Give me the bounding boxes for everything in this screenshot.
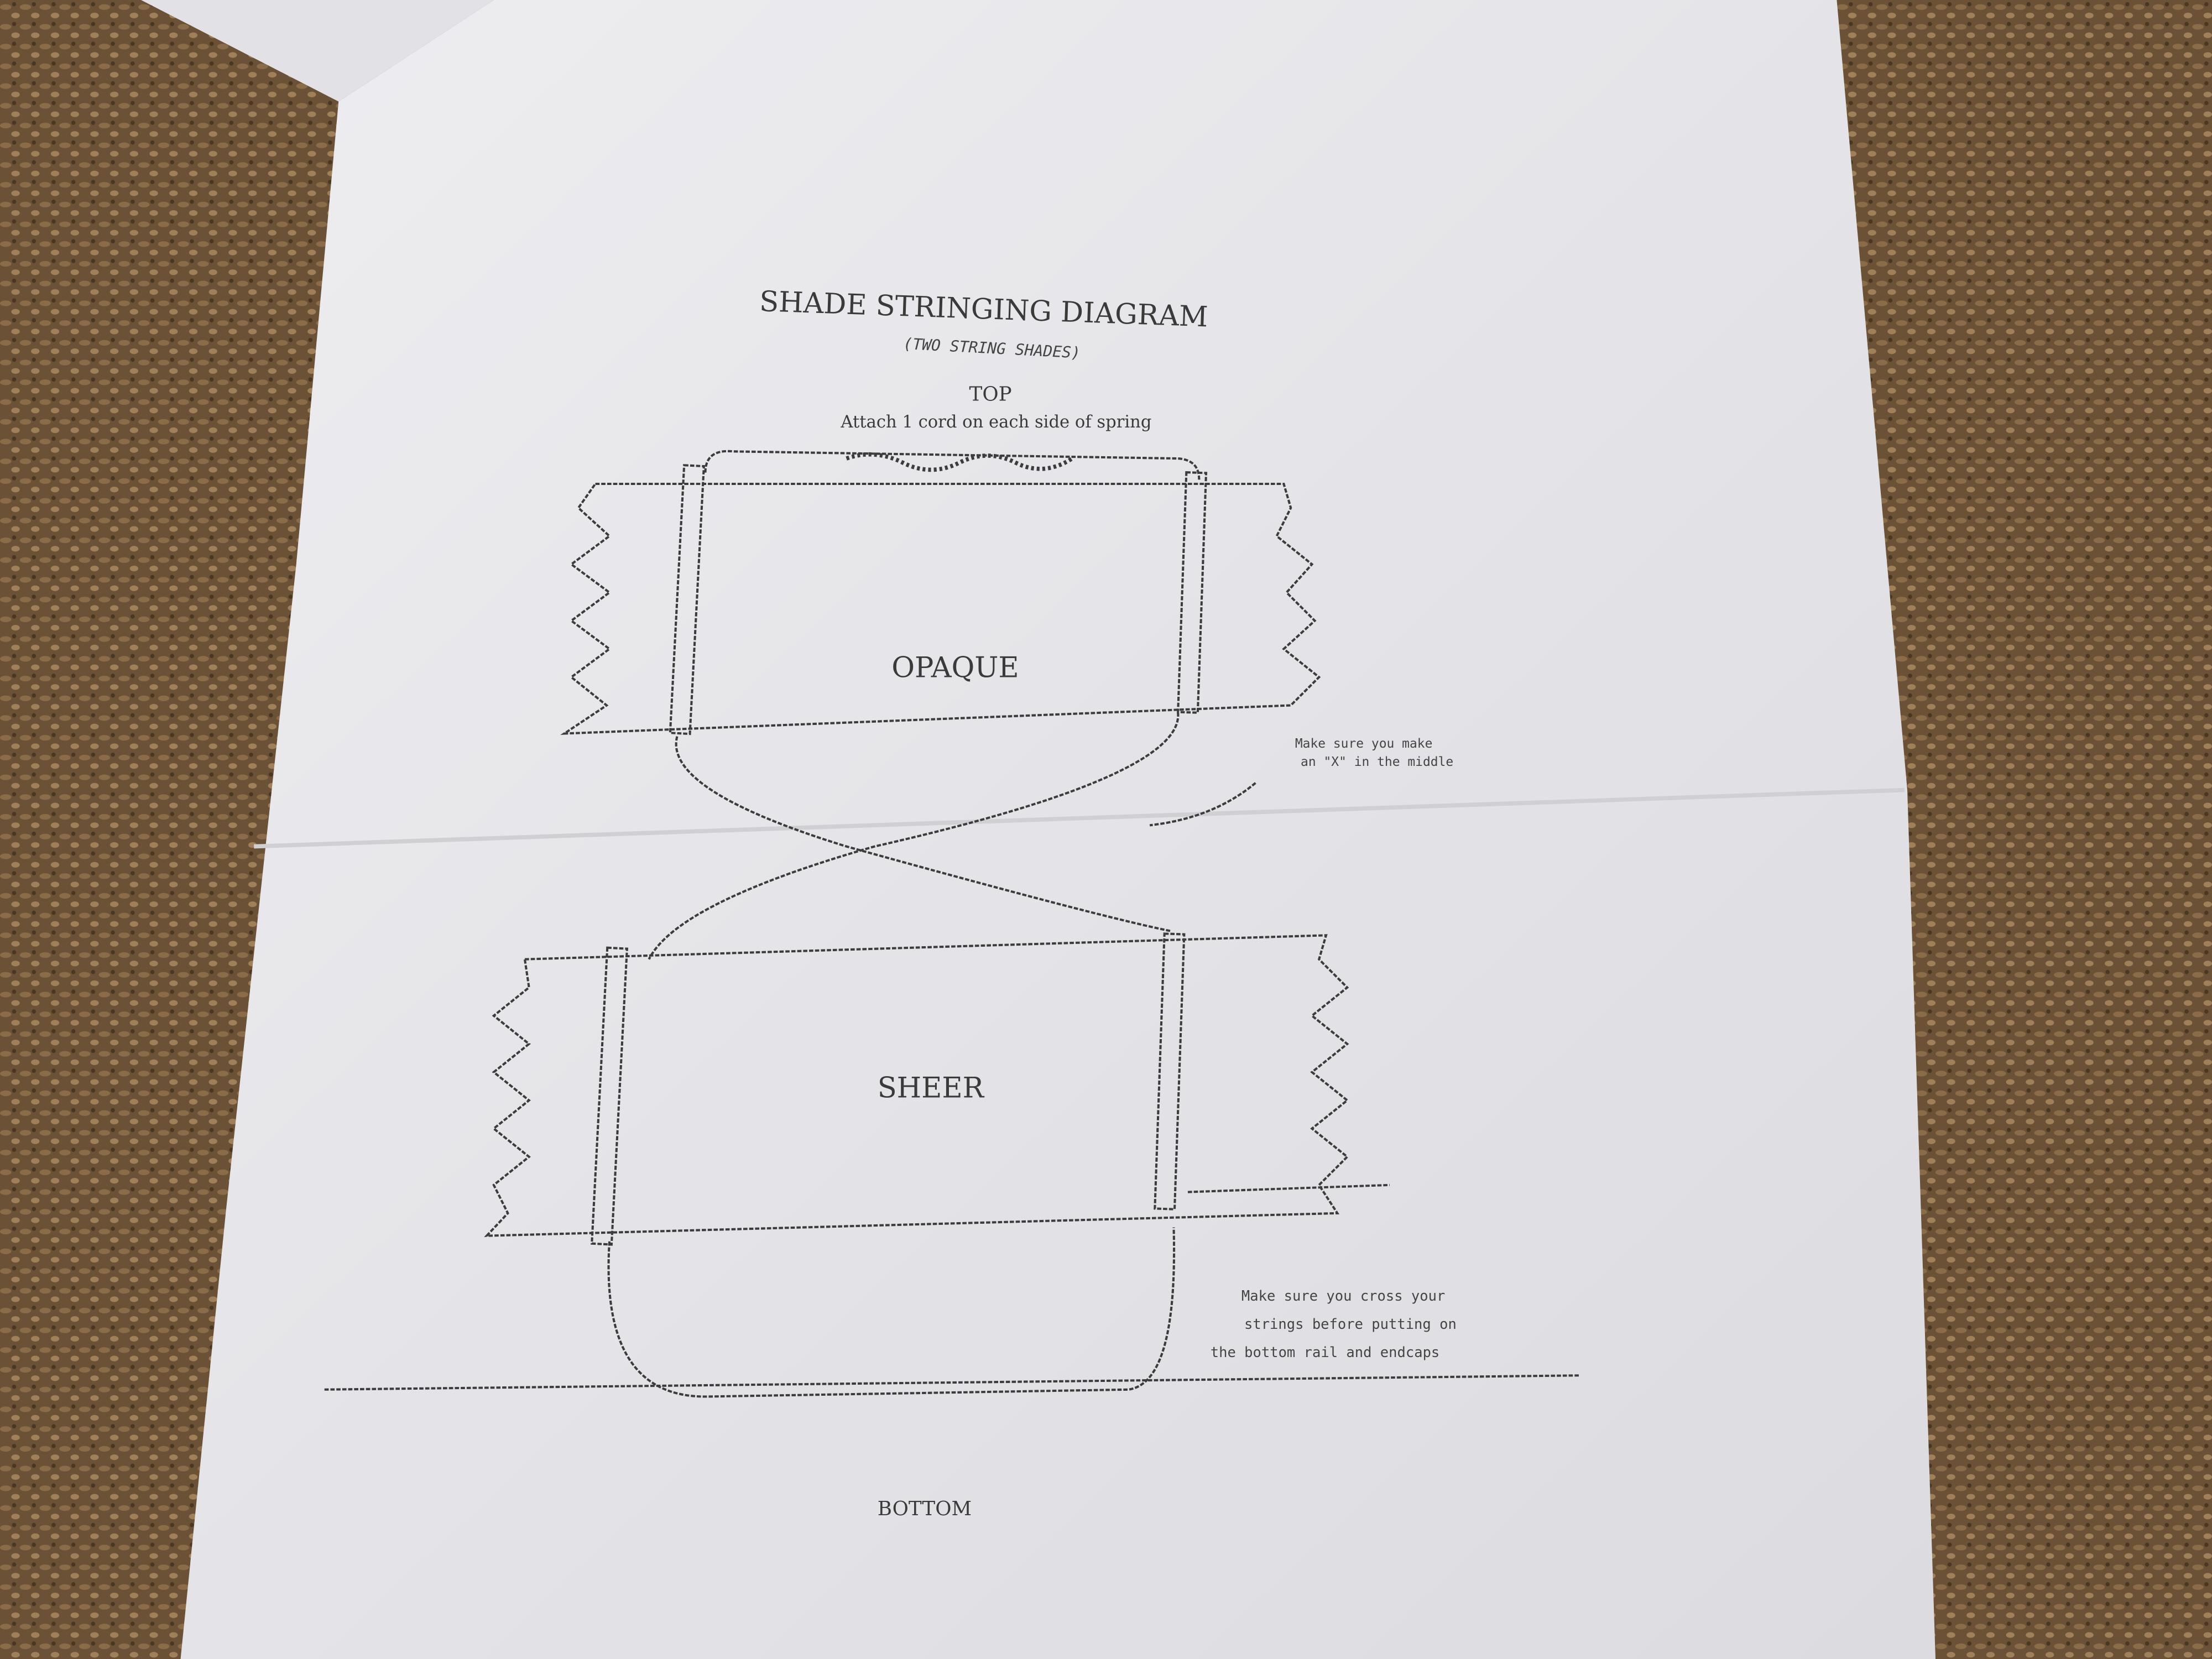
middle-note-line2: an "X" in the middle — [1301, 755, 1453, 769]
paper-sheet — [180, 0, 1936, 1659]
crossed-strings — [648, 712, 1180, 960]
spring-note: Attach 1 cord on each side of spring — [840, 413, 1151, 432]
sheer-label: SHEER — [878, 1072, 985, 1105]
opaque-shade-panel — [560, 450, 1321, 735]
folded-paper-corner — [141, 0, 494, 102]
bottom-label: BOTTOM — [878, 1498, 972, 1520]
bottom-note-line1: Make sure you cross your — [1241, 1288, 1445, 1305]
top-label: TOP — [969, 383, 1012, 405]
bottom-note-line2: strings before putting on — [1244, 1316, 1457, 1333]
paper-fold — [254, 787, 1905, 849]
bottom-note-line3: the bottom rail and endcaps — [1211, 1344, 1440, 1361]
spring — [846, 452, 1073, 472]
middle-note-line1: Make sure you make — [1295, 737, 1433, 751]
sheer-shade-panel — [324, 932, 1580, 1398]
opaque-label: OPAQUE — [891, 651, 1019, 684]
arrow — [1149, 782, 1256, 827]
